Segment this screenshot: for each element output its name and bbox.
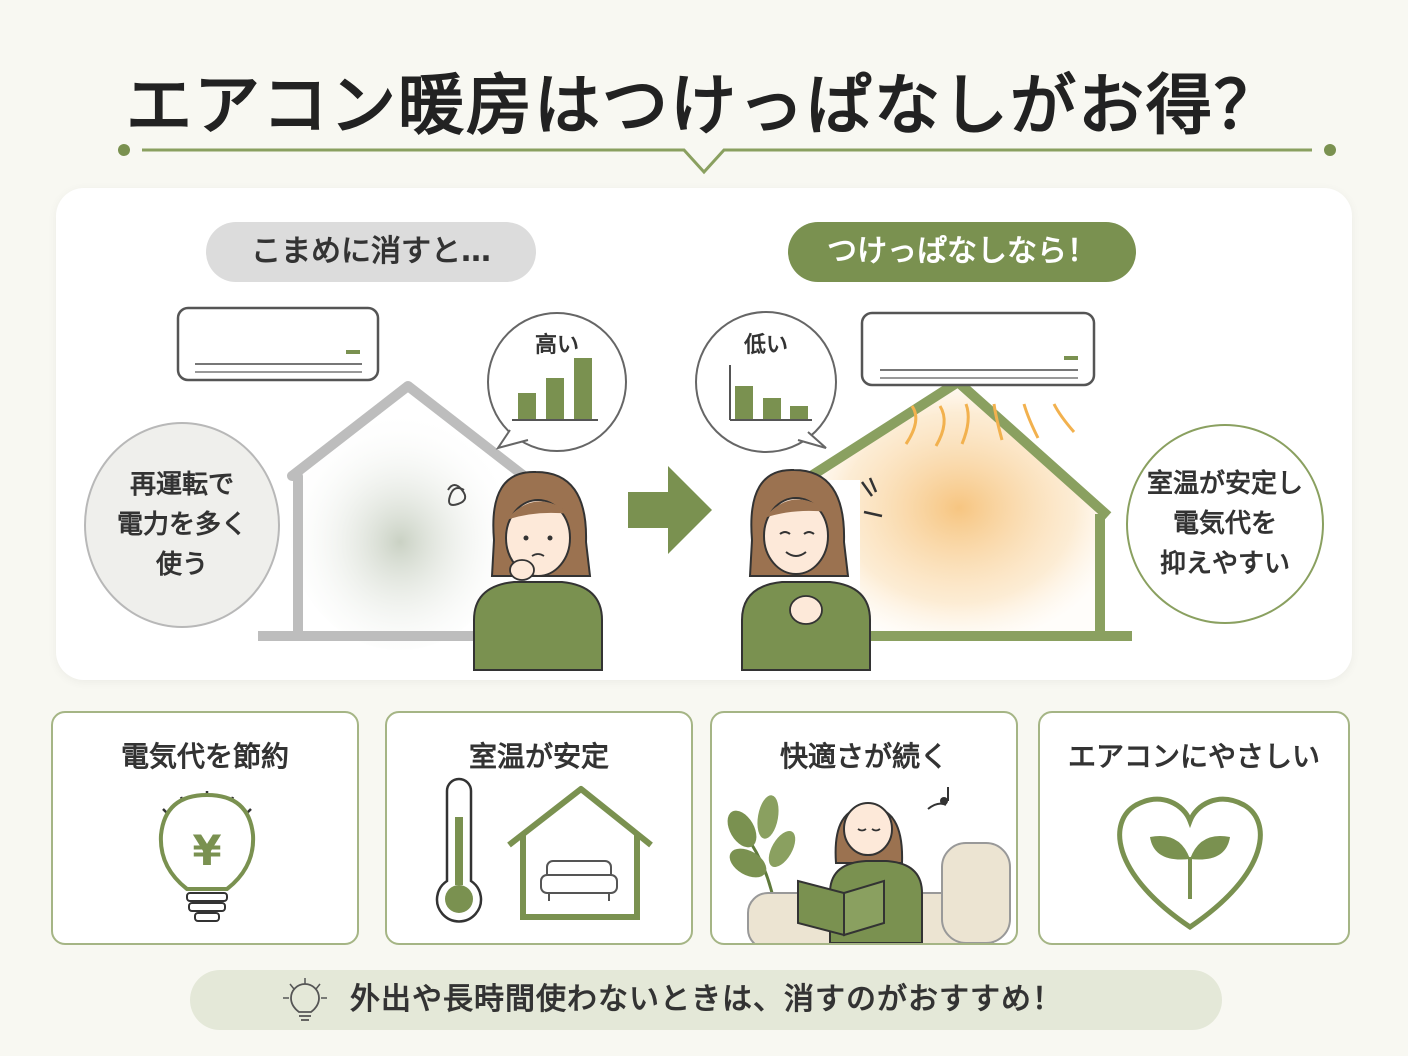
card-title: 快適さが続く — [779, 740, 948, 773]
note-restart-power: 再運転で 電力を多く 使う — [84, 422, 280, 628]
card-title: 電気代を節約 — [120, 740, 289, 773]
air-conditioner-left-icon — [176, 306, 380, 382]
card-gentle-ac: エアコンにやさしい — [1038, 711, 1350, 945]
air-conditioner-right-icon — [860, 311, 1096, 447]
speech-bubble-high — [487, 312, 627, 452]
heading-keep-on: つけっぱなしなら！ — [788, 222, 1136, 282]
lightbulb-yen-icon: ¥ — [158, 791, 256, 922]
note-restart-text: 再運転で 電力を多く 使う — [116, 470, 247, 580]
card-comfort: 快適さが続く — [710, 711, 1018, 945]
thermometer-house-icon — [435, 777, 653, 923]
woman-reading-icon — [727, 787, 1011, 943]
footer-tip-text: 外出や長時間使わないときは、消すのがおすすめ！ — [350, 982, 1063, 1017]
bubble-label-high: 高い — [535, 332, 579, 358]
heading-turn-off: こまめに消すと… — [206, 222, 536, 282]
speech-bubble-low — [695, 311, 837, 453]
page-title: エアコン暖房はつけっぱなしがお得？ — [126, 67, 1282, 144]
title-divider — [118, 144, 1336, 175]
note-stable-text: 室温が安定し 電気代を 抑えやすい — [1146, 469, 1303, 579]
house-warm-icon — [805, 377, 1132, 641]
footer-tip: 外出や長時間使わないときは、消すのがおすすめ！ — [190, 970, 1222, 1030]
happy-woman-icon — [741, 468, 883, 671]
yen-symbol: ¥ — [192, 826, 221, 875]
arrow-right-icon — [628, 466, 712, 554]
card-save-electricity: 電気代を節約 ¥ — [51, 711, 359, 945]
worried-woman-icon — [447, 470, 603, 671]
lightbulb-icon — [283, 978, 327, 1021]
comparison-illustration: 高い 低い — [176, 306, 1132, 671]
card-title: 室温が安定 — [468, 740, 609, 773]
heart-sprout-icon — [1117, 796, 1263, 931]
card-stable-temperature: 室温が安定 — [385, 711, 693, 945]
card-title: エアコンにやさしい — [1067, 740, 1320, 773]
bubble-label-low: 低い — [743, 333, 788, 358]
note-stable-temperature: 室温が安定し 電気代を 抑えやすい — [1126, 424, 1324, 624]
